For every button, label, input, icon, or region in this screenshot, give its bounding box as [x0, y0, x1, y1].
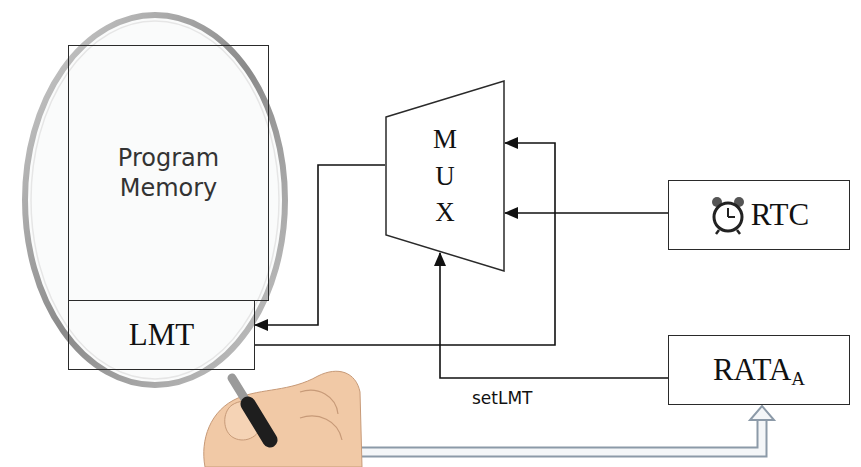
node-label: Program Memory: [69, 143, 268, 203]
rata-box: RATAA: [668, 335, 850, 405]
connector: [505, 212, 668, 214]
hollow-arrow: [362, 406, 774, 452]
connector: [255, 165, 385, 325]
memory-box: Program Memory: [68, 45, 269, 301]
text-group: LMT: [129, 317, 194, 353]
signal-label: setLMT: [470, 388, 535, 408]
connector: [440, 253, 668, 378]
text-group: RATAA: [713, 352, 805, 388]
node-label: RTC: [751, 197, 809, 233]
magnifier-lens: [25, 15, 285, 385]
text-group: M U X: [432, 121, 459, 230]
text-group: RTC: [709, 195, 809, 235]
node-label: M U X: [432, 121, 459, 230]
hand: [204, 371, 362, 467]
magnifier-handle: [232, 378, 270, 440]
multiplexer: M U X: [385, 80, 505, 272]
subscript: A: [791, 368, 805, 390]
lens-rim: [31, 21, 279, 379]
clock-icon: [709, 195, 747, 235]
node-label: RATA: [713, 352, 791, 388]
lmt-box: LMT: [68, 300, 255, 370]
text-group: Program Memory: [69, 143, 268, 203]
node-label: LMT: [129, 317, 194, 353]
rtc-box: RTC: [668, 180, 850, 250]
